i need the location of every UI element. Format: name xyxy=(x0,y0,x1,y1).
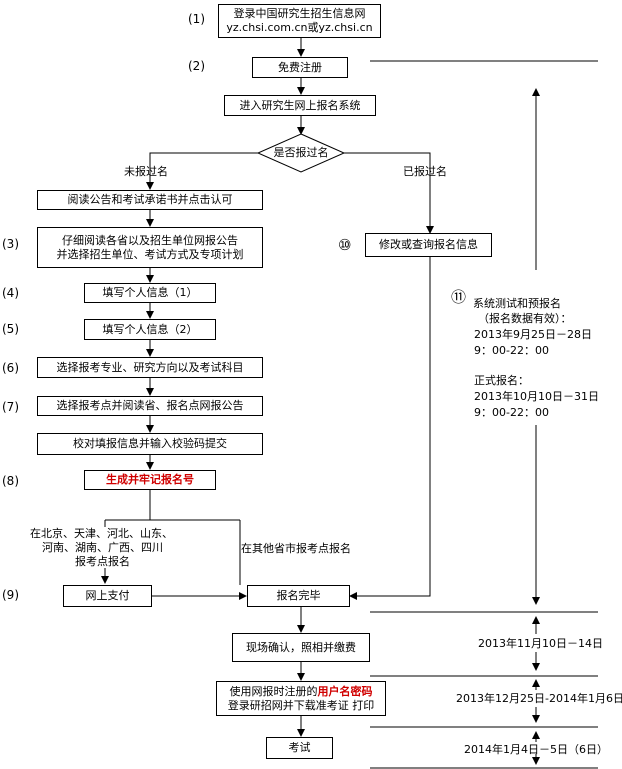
select-major-box: 选择报考专业、研究方向以及考试科目 xyxy=(37,357,263,378)
verify-label: 校对填报信息并输入校验码提交 xyxy=(73,437,227,450)
step-number-6: (6) xyxy=(2,361,19,375)
formal-dates: 2013年10月10日－31日 xyxy=(474,390,599,403)
read-province-line2: 并选择招生单位、考试方式及专项计划 xyxy=(56,247,244,261)
step-number-8: (8) xyxy=(2,474,19,488)
print-line1: 使用网报时注册的用户名密码 xyxy=(230,685,373,699)
not-registered-label: 未报过名 xyxy=(124,165,168,178)
formal-title: 正式报名： xyxy=(474,374,529,387)
modify-box: 修改或查询报名信息 xyxy=(365,233,492,257)
step-number-9: (9) xyxy=(2,588,19,602)
fill-info-1-box: 填写个人信息（1） xyxy=(84,283,216,303)
print-line1-highlight: 用户名密码 xyxy=(317,684,373,698)
decision-label: 是否报过名 xyxy=(273,146,329,159)
step-number-7: (7) xyxy=(2,400,19,414)
read-province-box: 仔细阅读各省以及招生单位网报公告 并选择招生单位、考试方式及专项计划 xyxy=(37,227,263,268)
step-number-2: (2) xyxy=(188,59,205,73)
print-box: 使用网报时注册的用户名密码 登录研招网并下载准考证 打印 xyxy=(216,681,386,716)
select-major-label: 选择报考专业、研究方向以及考试科目 xyxy=(56,360,244,374)
read-province-line1: 仔细阅读各省以及招生单位网报公告 xyxy=(62,233,238,247)
enter-system-label: 进入研究生网上报名系统 xyxy=(239,98,361,112)
print-line1-prefix: 使用网报时注册的 xyxy=(229,684,318,698)
exam-dates: 2014年1月4日－5日（6日） xyxy=(464,743,608,756)
verify-box: 校对填报信息并输入校验码提交 xyxy=(37,433,263,455)
fill-info-1-label: 填写个人信息（1） xyxy=(102,286,198,299)
confirm-label: 现场确认，照相并缴费 xyxy=(246,640,356,654)
register-label: 免费注册 xyxy=(278,60,322,74)
enter-system-box: 进入研究生网上报名系统 xyxy=(224,95,376,116)
login-site-line1: 登录中国研究生招生信息网 xyxy=(233,7,366,20)
complete-box: 报名完毕 xyxy=(247,585,350,607)
pay-box: 网上支付 xyxy=(63,585,152,607)
other-provinces-label: 在其他省市报考点报名 xyxy=(241,542,351,555)
print-dates: 2013年12月25日-2014年1月6日 xyxy=(456,692,622,705)
modify-label: 修改或查询报名信息 xyxy=(379,238,478,251)
select-site-box: 选择报考点并阅读省、报名点网报公告 xyxy=(37,396,263,416)
register-box: 免费注册 xyxy=(252,57,348,78)
step-number-4: (4) xyxy=(2,286,19,300)
confirm-box: 现场确认，照相并缴费 xyxy=(232,633,370,662)
read-notice-box: 阅读公告和考试承诺书并点击认可 xyxy=(37,190,263,210)
test-hours: 9：00-22：00 xyxy=(474,344,549,357)
pay-label: 网上支付 xyxy=(85,589,130,602)
arrow-decision-right xyxy=(344,152,434,234)
arrow-decision-left xyxy=(146,152,258,190)
exam-label: 考试 xyxy=(288,741,311,754)
login-site-box: 登录中国研究生招生信息网 yz.chsi.com.cn或yz.chsi.cn xyxy=(218,4,381,38)
login-site-line2: yz.chsi.com.cn或yz.chsi.cn xyxy=(226,21,373,34)
provinces-line1: 在北京、天津、河北、山东、 xyxy=(30,527,173,540)
fill-info-2-label: 填写个人信息（2） xyxy=(102,322,198,336)
read-notice-label: 阅读公告和考试承诺书并点击认可 xyxy=(67,193,233,206)
test-dates: 2013年9月25日－28日 xyxy=(474,328,592,341)
complete-label: 报名完毕 xyxy=(276,589,321,602)
print-line2: 登录研招网并下载准考证 打印 xyxy=(227,698,375,712)
step-number-11: ⑪ xyxy=(451,288,467,306)
exam-box: 考试 xyxy=(266,737,333,759)
fill-info-2-box: 填写个人信息（2） xyxy=(84,319,216,340)
provinces-line2: 河南、湖南、广西、四川 xyxy=(42,541,163,554)
confirm-dates: 2013年11月10日－14日 xyxy=(478,637,603,650)
test-title: 系统测试和预报名 xyxy=(473,297,561,310)
step-number-5: (5) xyxy=(2,322,19,336)
select-site-label: 选择报考点并阅读省、报名点网报公告 xyxy=(56,399,244,412)
step-number-3: (3) xyxy=(2,237,19,251)
generate-label: 生成并牢记报名号 xyxy=(106,473,194,486)
generate-box: 生成并牢记报名号 xyxy=(84,470,216,490)
decision-diamond xyxy=(256,133,346,173)
formal-hours: 9：00-22：00 xyxy=(474,406,549,419)
step-number-1: (1) xyxy=(188,12,205,26)
test-note: （报名数据有效）： xyxy=(478,312,572,325)
provinces-line3: 报考点报名 xyxy=(75,555,130,568)
step-number-10: ⑩ xyxy=(338,236,352,254)
registered-label: 已报过名 xyxy=(403,165,447,178)
